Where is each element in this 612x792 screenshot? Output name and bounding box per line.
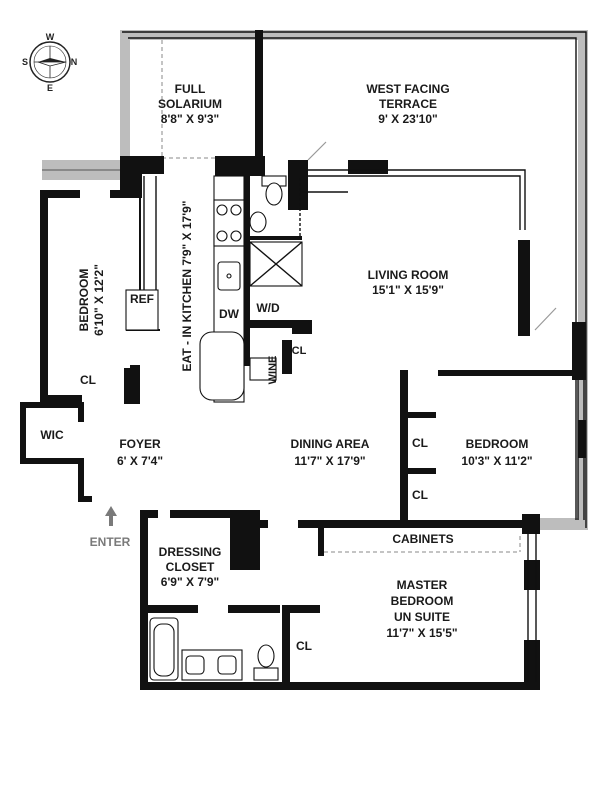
cl-label-master: CL [296,639,312,653]
compass-w: W [46,32,55,42]
compass-s: S [22,57,28,67]
solarium-line1: FULL [175,82,206,96]
master-line3: UN SUITE [394,610,450,624]
enter-label: ENTER [90,535,131,549]
cl-label-bedroom-right-2: CL [412,488,428,502]
dressing-line1: DRESSING [159,545,222,559]
cl-label-kitchen: CL [292,345,307,357]
kitchen-fixtures [125,175,277,403]
compass-e: E [47,83,53,93]
bathroom-fixtures [249,175,303,287]
dressing-line2: CLOSET [166,560,215,574]
dining-name: DINING AREA [291,437,370,451]
compass-icon: W N E S [22,32,77,93]
bedroom-right-name: BEDROOM [466,437,529,451]
solarium-line2: SOLARIUM [158,97,222,111]
bedroom-left-dims: 6'10" X 12'2" [92,264,106,336]
kitchen-label: EAT - IN KITCHEN 7'9" X 17'9" [180,201,194,372]
wine-label: WINE [267,356,279,385]
terrace-line2: TERRACE [379,97,437,111]
ref-label: REF [130,292,154,306]
wic-label: WIC [40,428,64,442]
terrace-dims: 9' X 23'10" [378,112,437,126]
terrace-line1: WEST FACING [366,82,449,96]
foyer-name: FOYER [119,437,161,451]
bedroom-left-name: BEDROOM [77,269,91,332]
compass-n: N [71,57,78,67]
dressing-dims: 6'9" X 7'9" [161,575,219,589]
cl-label-bedroom-left: CL [80,373,96,387]
cabinets-label: CABINETS [392,532,453,546]
master-bath-fixtures [149,617,279,681]
dining-dims: 11'7" X 17'9" [294,454,365,468]
walls [20,30,586,690]
living-room-name: LIVING ROOM [368,268,449,282]
master-line2: BEDROOM [391,594,454,608]
master-line1: MASTER [397,578,448,592]
solarium-dims: 8'8" X 9'3" [161,112,219,126]
foyer-dims: 6' X 7'4" [117,454,163,468]
master-dims: 11'7" X 15'5" [386,626,457,640]
bedroom-right-dims: 10'3" X 11'2" [461,454,532,468]
enter-arrow-icon [105,506,117,526]
wd-label: W/D [256,301,280,315]
dw-label: DW [219,307,240,321]
living-room-dims: 15'1" X 15'9" [372,283,444,297]
cl-label-bedroom-right-1: CL [412,436,428,450]
